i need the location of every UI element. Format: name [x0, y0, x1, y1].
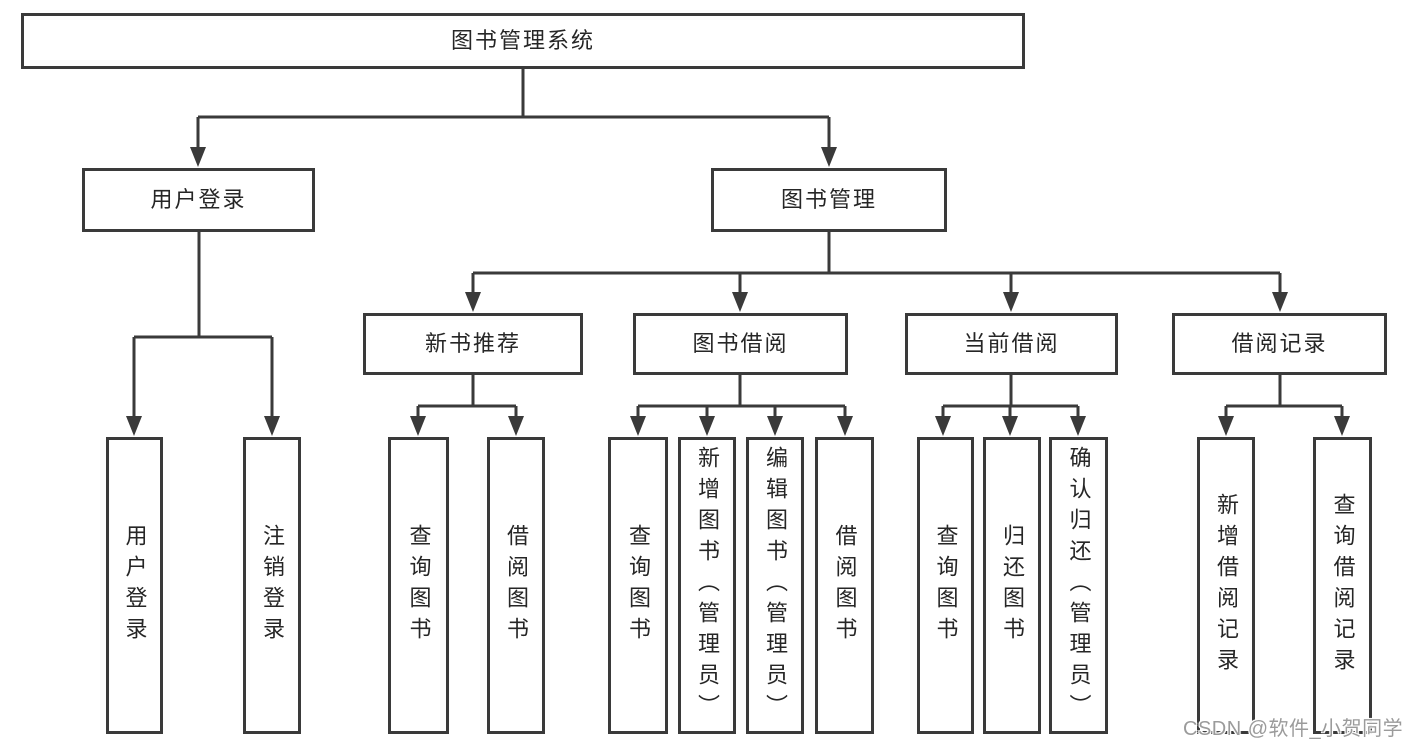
connector-root-to-level2 [196, 69, 831, 149]
node-logout-label: 注销登录 [260, 523, 285, 648]
node-book-mgmt: 图书管理 [711, 168, 947, 232]
csdn-watermark: CSDN @软件_小贺同学 [1183, 718, 1404, 740]
connector-currentborrow-to-children [941, 375, 1080, 418]
arrow-icon [767, 416, 783, 436]
node-bb-query-books-label: 查询图书 [626, 523, 651, 648]
connector-newbookrec-to-children [416, 375, 518, 418]
arrowheads [126, 147, 1350, 436]
connector-userlogin-to-children [132, 232, 274, 417]
node-bb-query-books: 查询图书 [608, 437, 668, 734]
arrow-icon [1002, 416, 1018, 436]
node-br-add-record-label: 新增借阅记录 [1214, 492, 1239, 679]
arrow-icon [630, 416, 646, 436]
arrow-icon [465, 292, 481, 312]
node-current-borrow-label: 当前借阅 [963, 331, 1060, 356]
connector-bookmgmt-to-children [471, 232, 1282, 294]
node-bb-add-books: 新增图书（管理员） [678, 437, 736, 734]
connector-borrowrecords-to-children [1224, 375, 1344, 418]
node-logout: 注销登录 [243, 437, 301, 734]
arrow-icon [821, 147, 837, 167]
arrow-icon [1070, 416, 1086, 436]
node-borrow-records-label: 借阅记录 [1231, 331, 1328, 356]
node-user-login-sub-label: 用户登录 [122, 523, 148, 648]
arrow-icon [935, 416, 951, 436]
arrow-icon [1218, 416, 1234, 436]
node-user-login-label: 用户登录 [150, 187, 247, 212]
node-cb-return-books-label: 归还图书 [1000, 523, 1025, 648]
node-bb-edit-books-label: 编辑图书（管理员） [763, 446, 788, 725]
node-book-borrow: 图书借阅 [633, 313, 848, 375]
node-bb-borrow-books-label: 借阅图书 [832, 523, 858, 648]
node-cb-query-books-label: 查询图书 [933, 523, 959, 648]
arrow-icon [1272, 292, 1288, 312]
arrow-icon [126, 416, 142, 436]
node-bb-edit-books: 编辑图书（管理员） [746, 437, 804, 734]
arrow-icon [732, 292, 748, 312]
node-bb-borrow-books: 借阅图书 [815, 437, 874, 734]
node-cb-confirm-return-label: 确认归还（管理员） [1066, 446, 1092, 725]
arrow-icon [508, 416, 524, 436]
arrow-icon [410, 416, 426, 436]
node-book-mgmt-label: 图书管理 [780, 187, 877, 212]
node-bb-add-books-label: 新增图书（管理员） [695, 446, 720, 725]
arrow-icon [264, 416, 280, 436]
arrow-icon [1003, 292, 1019, 312]
node-current-borrow: 当前借阅 [905, 313, 1118, 375]
node-br-query-record: 查询借阅记录 [1313, 437, 1372, 734]
arrow-icon [837, 416, 853, 436]
node-root-label: 图书管理系统 [450, 28, 595, 53]
node-user-login-sub: 用户登录 [106, 437, 163, 734]
node-book-borrow-label: 图书借阅 [692, 331, 789, 356]
node-br-query-record-label: 查询借阅记录 [1330, 492, 1356, 679]
arrow-icon [699, 416, 715, 436]
arrow-icon [190, 147, 206, 167]
node-rec-borrow-books-label: 借阅图书 [504, 523, 529, 648]
node-rec-borrow-books: 借阅图书 [487, 437, 545, 734]
node-borrow-records: 借阅记录 [1172, 313, 1387, 375]
node-cb-return-books: 归还图书 [983, 437, 1041, 734]
arrow-icon [1334, 416, 1350, 436]
node-rec-query-books-label: 查询图书 [406, 523, 432, 648]
node-rec-query-books: 查询图书 [388, 437, 449, 734]
connector-bookborrow-to-children [636, 375, 847, 418]
node-new-book-rec-label: 新书推荐 [424, 331, 521, 356]
node-root: 图书管理系统 [21, 13, 1025, 69]
node-new-book-rec: 新书推荐 [363, 313, 583, 375]
node-cb-query-books: 查询图书 [917, 437, 974, 734]
node-br-add-record: 新增借阅记录 [1197, 437, 1255, 734]
node-user-login: 用户登录 [82, 168, 315, 232]
node-cb-confirm-return: 确认归还（管理员） [1049, 437, 1108, 734]
